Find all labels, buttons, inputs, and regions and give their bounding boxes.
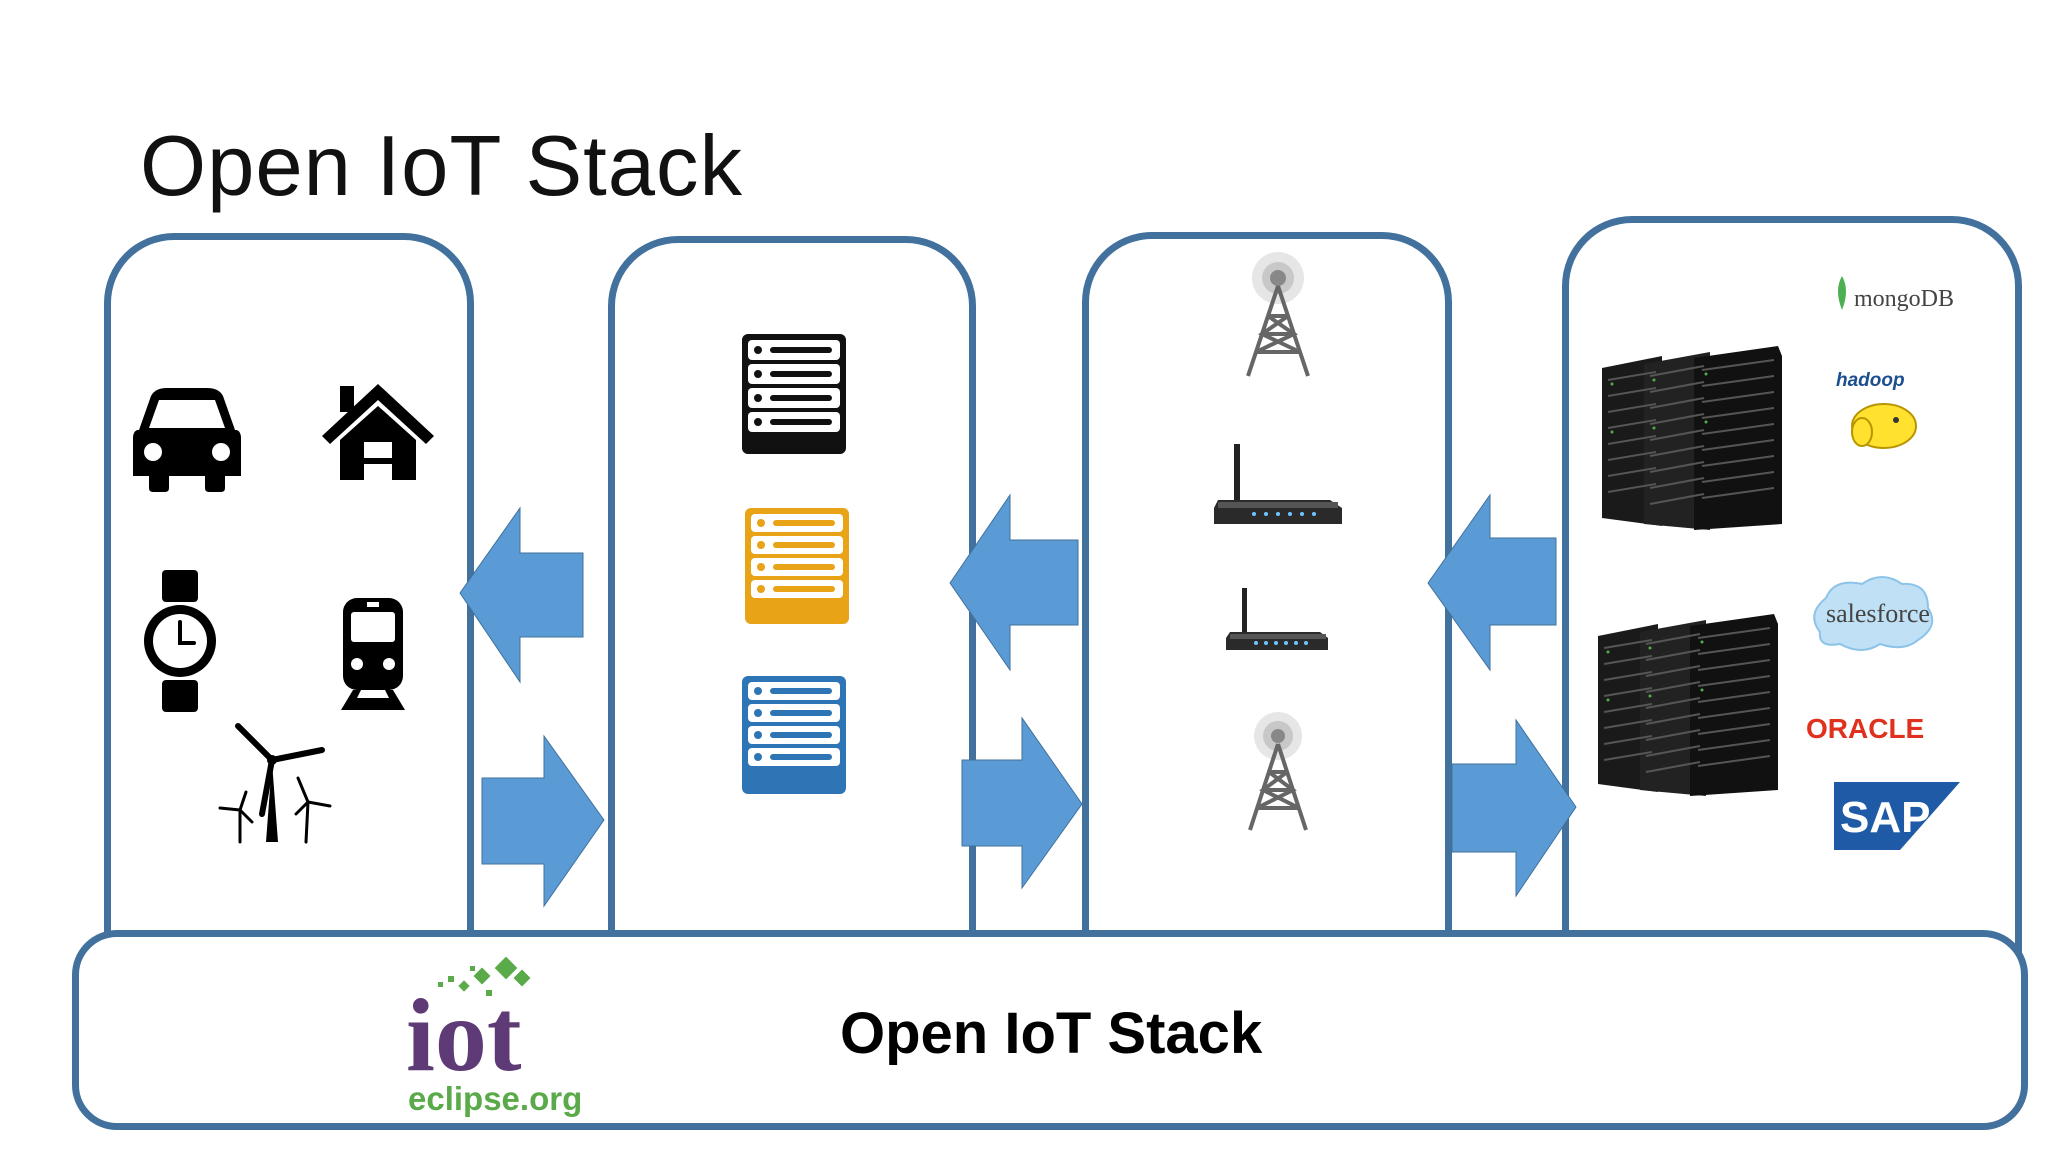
cloud-panel bbox=[1562, 216, 2022, 963]
mongodb-logo: mongoDB bbox=[1838, 276, 1954, 312]
hadoop-logo: hadoop bbox=[1836, 370, 1917, 449]
salesforce-logo-text: salesforce bbox=[1826, 599, 1930, 628]
arrow-left-3 bbox=[1427, 493, 1557, 672]
oracle-logo: ORACLE bbox=[1806, 713, 1924, 744]
open-iot-stack-label: Open IoT Stack bbox=[840, 1001, 1263, 1066]
arrow-left-1 bbox=[459, 506, 584, 684]
arrow-left-2 bbox=[949, 493, 1079, 672]
salesforce-logo: salesforce bbox=[1813, 576, 1934, 651]
server-rack-blue-icon bbox=[742, 676, 846, 794]
sap-logo: SAP bbox=[1834, 782, 1960, 850]
arrow-right-2 bbox=[961, 716, 1083, 890]
car-icon bbox=[133, 388, 241, 492]
eclipse-iot-logo: iot eclipse.org bbox=[406, 956, 582, 1117]
train-icon bbox=[341, 598, 405, 710]
eclipse-iot-sub-text: eclipse.org bbox=[408, 1080, 582, 1117]
open-iot-stack-bar bbox=[72, 930, 2028, 1130]
datacenter-server-icon bbox=[1598, 614, 1778, 796]
hadoop-logo-text: hadoop bbox=[1836, 370, 1905, 391]
wifi-router-icon bbox=[1226, 588, 1328, 650]
datacenter-server-icon bbox=[1602, 346, 1782, 530]
arrow-right-3 bbox=[1451, 718, 1577, 898]
wind-turbine-icon bbox=[218, 723, 332, 844]
server-rack-black-icon bbox=[742, 334, 846, 454]
slide-title: Open IoT Stack bbox=[140, 119, 744, 214]
cell-tower-icon bbox=[1248, 712, 1308, 831]
sap-logo-text: SAP bbox=[1840, 793, 1930, 842]
house-icon bbox=[322, 384, 434, 480]
arrow-right-1 bbox=[481, 734, 605, 908]
wifi-router-icon bbox=[1214, 444, 1342, 524]
watch-icon bbox=[144, 570, 216, 712]
eclipse-iot-main-text: iot bbox=[406, 978, 522, 1093]
server-rack-orange-icon bbox=[745, 508, 849, 624]
mongodb-logo-text: mongoDB bbox=[1854, 286, 1954, 312]
oracle-logo-text: ORACLE bbox=[1806, 713, 1924, 744]
cell-tower-icon bbox=[1246, 252, 1310, 377]
